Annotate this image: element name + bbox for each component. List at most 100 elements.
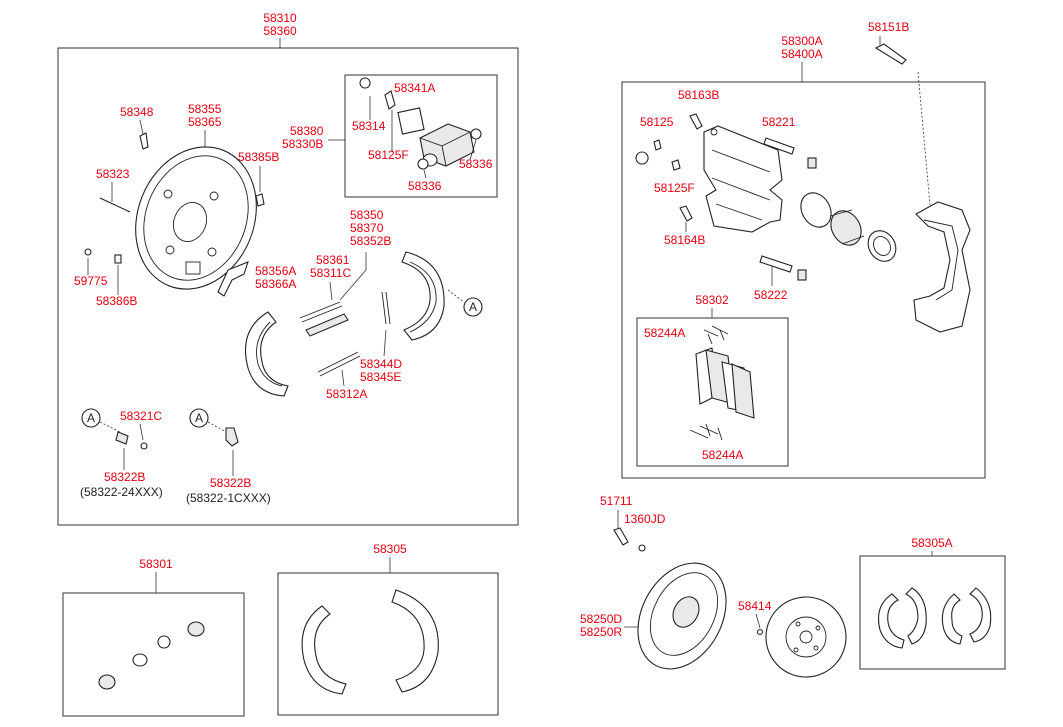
bolt-58151B[interactable] xyxy=(874,43,907,65)
parking-lever[interactable] xyxy=(217,261,249,297)
boot-58221[interactable] xyxy=(807,157,817,169)
kit-cup-4[interactable] xyxy=(187,621,205,637)
piston-seal[interactable] xyxy=(795,187,837,232)
bleeder-cap[interactable] xyxy=(359,77,371,89)
label-58222[interactable]: 58222 xyxy=(754,288,788,302)
label-58330B[interactable]: 58330B xyxy=(282,137,323,151)
caliper-carrier[interactable] xyxy=(913,201,971,333)
label-58336-right[interactable]: 58336 xyxy=(459,157,493,171)
label-58305A[interactable]: 58305A xyxy=(911,536,952,550)
label-58350[interactable]: 58350 xyxy=(350,208,384,222)
label-58322B-a[interactable]: 58322B xyxy=(104,470,145,484)
label-1360JD[interactable]: 1360JD xyxy=(624,512,666,526)
dust-shield-58250[interactable] xyxy=(620,548,743,684)
label-58380[interactable]: 58380 xyxy=(290,124,324,138)
kit-shoe-right[interactable] xyxy=(391,589,439,693)
label-58361[interactable]: 58361 xyxy=(316,253,350,267)
screw-58414[interactable] xyxy=(756,628,764,636)
cylinder-gasket[interactable] xyxy=(397,107,425,135)
label-58385B[interactable]: 58385B xyxy=(238,150,279,164)
bolt-58163B[interactable] xyxy=(689,113,703,130)
label-58365[interactable]: 58365 xyxy=(188,115,222,129)
cylinder-cup-right[interactable] xyxy=(470,128,482,140)
rear-shoe-right[interactable] xyxy=(401,251,445,341)
kit-cup-3[interactable] xyxy=(157,635,171,649)
set-shoe-4[interactable] xyxy=(969,587,992,643)
clip-58322B[interactable] xyxy=(225,427,239,447)
hold-down-spring[interactable] xyxy=(317,351,361,377)
label-58221[interactable]: 58221 xyxy=(762,115,796,129)
set-shoe-1[interactable] xyxy=(877,593,905,649)
label-58244A-upper[interactable]: 58244A xyxy=(644,326,685,340)
clip-58321C[interactable] xyxy=(140,442,148,450)
label-58344D[interactable]: 58344D xyxy=(360,357,402,371)
label-58125F-front[interactable]: 58125F xyxy=(654,181,695,195)
label-51711[interactable]: 51711 xyxy=(600,494,633,508)
guide-pin-58221[interactable] xyxy=(763,137,795,155)
adjuster-strut[interactable] xyxy=(305,313,349,337)
label-58163B[interactable]: 58163B xyxy=(678,88,719,102)
guide-pin-58222[interactable] xyxy=(759,255,793,273)
dust-boot[interactable] xyxy=(863,226,902,267)
bolt-58348[interactable] xyxy=(139,132,149,150)
shim-clips-upper[interactable] xyxy=(703,325,729,345)
label-59775[interactable]: 59775 xyxy=(74,274,108,288)
label-58164B[interactable]: 58164B xyxy=(664,233,705,247)
label-58360[interactable]: 58360 xyxy=(263,24,297,38)
label-58352B[interactable]: 58352B xyxy=(350,234,391,248)
spring-58322B[interactable] xyxy=(115,431,129,445)
label-58321C[interactable]: 58321C xyxy=(120,409,162,423)
label-58250R[interactable]: 58250R xyxy=(580,625,622,639)
label-58312A[interactable]: 58312A xyxy=(326,387,367,401)
label-58356A[interactable]: 58356A xyxy=(255,264,296,278)
bolt-58164B[interactable] xyxy=(679,205,693,222)
part-58386B[interactable] xyxy=(114,254,122,264)
backing-plate-part[interactable] xyxy=(115,129,277,308)
set-shoe-2[interactable] xyxy=(905,587,927,645)
kit-cup-2[interactable] xyxy=(132,653,148,667)
bleeder-58125[interactable] xyxy=(653,139,662,151)
label-58305[interactable]: 58305 xyxy=(373,542,407,556)
label-58302[interactable]: 58302 xyxy=(695,293,729,307)
caliper-housing[interactable] xyxy=(703,125,783,233)
boot-58222[interactable] xyxy=(797,269,807,281)
rear-shoe-left[interactable] xyxy=(244,311,289,397)
screw-58125F[interactable] xyxy=(671,159,681,171)
label-58370[interactable]: 58370 xyxy=(350,221,384,235)
label-58336-lower[interactable]: 58336 xyxy=(408,179,442,193)
brake-rotor[interactable] xyxy=(755,586,858,689)
label-58244A-lower[interactable]: 58244A xyxy=(702,448,743,462)
label-58366A[interactable]: 58366A xyxy=(255,277,296,291)
part-59775[interactable] xyxy=(84,248,92,256)
brake-pads[interactable] xyxy=(695,347,755,419)
label-58322B-b[interactable]: 58322B xyxy=(210,476,251,490)
shim-clips-lower[interactable] xyxy=(689,423,723,441)
label-58355[interactable]: 58355 xyxy=(188,102,222,116)
pin-58323[interactable] xyxy=(99,197,131,213)
piston[interactable] xyxy=(825,205,867,250)
label-58323[interactable]: 58323 xyxy=(96,167,130,181)
cap-58125F[interactable] xyxy=(635,151,649,165)
label-58314[interactable]: 58314 xyxy=(352,119,386,133)
kit-cup-1[interactable] xyxy=(98,674,116,690)
label-58348[interactable]: 58348 xyxy=(120,105,154,119)
return-spring[interactable] xyxy=(381,291,391,325)
set-shoe-3[interactable] xyxy=(941,593,963,645)
kit-shoe-left[interactable] xyxy=(301,605,347,695)
cylinder-cup-left[interactable] xyxy=(417,158,429,170)
label-58414[interactable]: 58414 xyxy=(738,599,772,613)
label-58311C[interactable]: 58311C xyxy=(310,266,351,280)
label-58301[interactable]: 58301 xyxy=(139,557,173,571)
label-58386B[interactable]: 58386B xyxy=(96,294,137,308)
bolt-58385B[interactable] xyxy=(255,193,265,207)
label-58345E[interactable]: 58345E xyxy=(360,370,401,384)
label-58300A[interactable]: 58300A xyxy=(781,34,822,48)
adjuster-spring[interactable] xyxy=(299,301,343,323)
label-58310[interactable]: 58310 xyxy=(263,11,297,25)
label-58341A[interactable]: 58341A xyxy=(394,81,435,95)
part-1360JD[interactable] xyxy=(638,544,646,552)
label-58151B[interactable]: 58151B xyxy=(868,20,909,34)
label-58125[interactable]: 58125 xyxy=(640,115,674,129)
label-58125F-rear[interactable]: 58125F xyxy=(368,148,409,162)
bleeder-screw[interactable] xyxy=(384,90,396,110)
